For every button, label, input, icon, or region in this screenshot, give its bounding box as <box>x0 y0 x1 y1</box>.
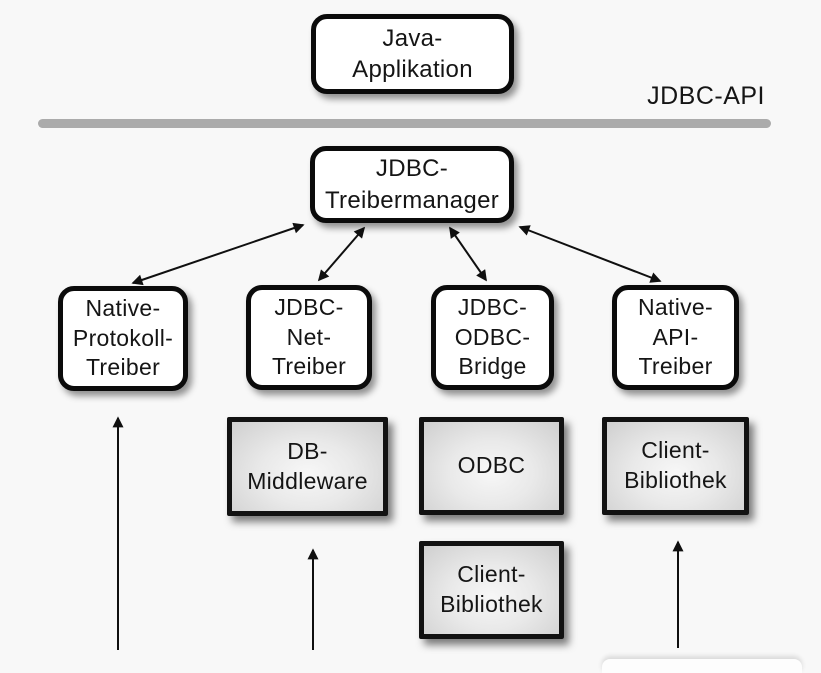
node-jdbc-driver-manager-label: JDBC- Treibermanager <box>324 155 500 214</box>
arrow-manager-native-api <box>518 225 662 283</box>
jdbc-api-label: JDBC-API <box>647 82 765 110</box>
node-native-protocol-driver-label: Native- Protokoll- Treiber <box>72 294 174 381</box>
arrow-manager-jdbc-net <box>317 226 366 282</box>
node-client-library-native-label: Client- Bibliothek <box>624 437 727 493</box>
arrow-manager-odbc-bridge <box>449 226 487 282</box>
node-odbc-label: ODBC <box>457 452 526 479</box>
node-java-application: Java- Applikation <box>311 14 514 94</box>
node-native-api-driver-label: Native- API- Treiber <box>638 293 713 380</box>
node-jdbc-odbc-bridge-label: JDBC- ODBC- Bridge <box>454 293 531 380</box>
node-jdbc-driver-manager: JDBC- Treibermanager <box>310 146 514 223</box>
node-jdbc-net-driver-label: JDBC- Net- Treiber <box>271 293 347 380</box>
node-client-library-odbc: Client- Bibliothek <box>419 541 564 639</box>
node-native-api-driver: Native- API- Treiber <box>612 285 739 390</box>
node-jdbc-net-driver: JDBC- Net- Treiber <box>246 285 372 390</box>
node-native-protocol-driver: Native- Protokoll- Treiber <box>58 286 188 391</box>
node-db-middleware-label: DB- Middleware <box>247 437 368 494</box>
jdbc-api-divider-line <box>38 119 771 128</box>
node-db-middleware: DB- Middleware <box>227 417 388 516</box>
node-jdbc-odbc-bridge: JDBC- ODBC- Bridge <box>431 285 554 390</box>
node-client-library-odbc-label: Client- Bibliothek <box>440 561 543 617</box>
arrow-manager-native-protocol <box>131 222 305 286</box>
node-client-library-native: Client- Bibliothek <box>602 417 749 515</box>
partial-box-bottom-right <box>602 659 802 673</box>
node-odbc: ODBC <box>419 417 564 515</box>
node-java-application-label: Java- Applikation <box>352 24 473 83</box>
